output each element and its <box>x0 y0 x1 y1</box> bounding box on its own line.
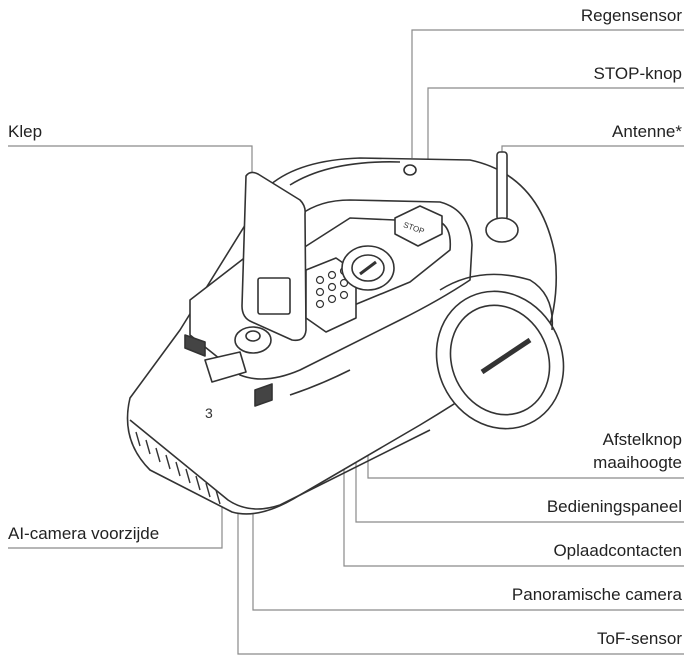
stop-button <box>394 205 443 247</box>
leader-klep <box>8 145 253 190</box>
antenne-mast <box>496 151 508 221</box>
rear-wheel-spoke <box>480 337 532 375</box>
klep-lid <box>241 171 307 342</box>
rear-ridge <box>289 161 401 186</box>
label-regensensor: Regensensor <box>580 6 682 25</box>
panoramische-camera-lens <box>245 330 261 342</box>
label-bedieningspaneel: Bedieningspaneel <box>546 497 682 516</box>
label-ai-camera: AI-camera voorzijde <box>8 524 160 543</box>
label-tof-sensor: ToF-sensor <box>596 629 682 648</box>
antenne-base <box>485 217 519 243</box>
side-vent-right <box>254 383 273 407</box>
label-panoramische-camera: Panoramische camera <box>511 585 682 604</box>
label-afstelknop-line2: maaihoogte <box>593 453 682 472</box>
label-oplaadcontacten: Oplaadcontacten <box>553 541 682 560</box>
oplaadcontacten-strip <box>289 369 351 396</box>
front-vents <box>135 431 221 505</box>
regensensor-dot <box>403 164 417 176</box>
label-antenne: Antenne* <box>612 122 682 141</box>
afstelknop-grip <box>359 260 377 276</box>
leader-regensensor <box>411 29 684 158</box>
wheel-guard <box>439 273 554 331</box>
mower-skirt <box>129 419 431 510</box>
front-number: 3 <box>205 405 213 421</box>
side-vent-left <box>184 334 206 357</box>
klep-window <box>257 277 291 315</box>
label-stop-knop: STOP-knop <box>593 64 682 83</box>
label-klep: Klep <box>8 122 43 141</box>
front-sensor-housing <box>204 351 247 383</box>
label-afstelknop-line1: Afstelknop <box>602 430 682 449</box>
leader-antenne <box>501 145 684 198</box>
